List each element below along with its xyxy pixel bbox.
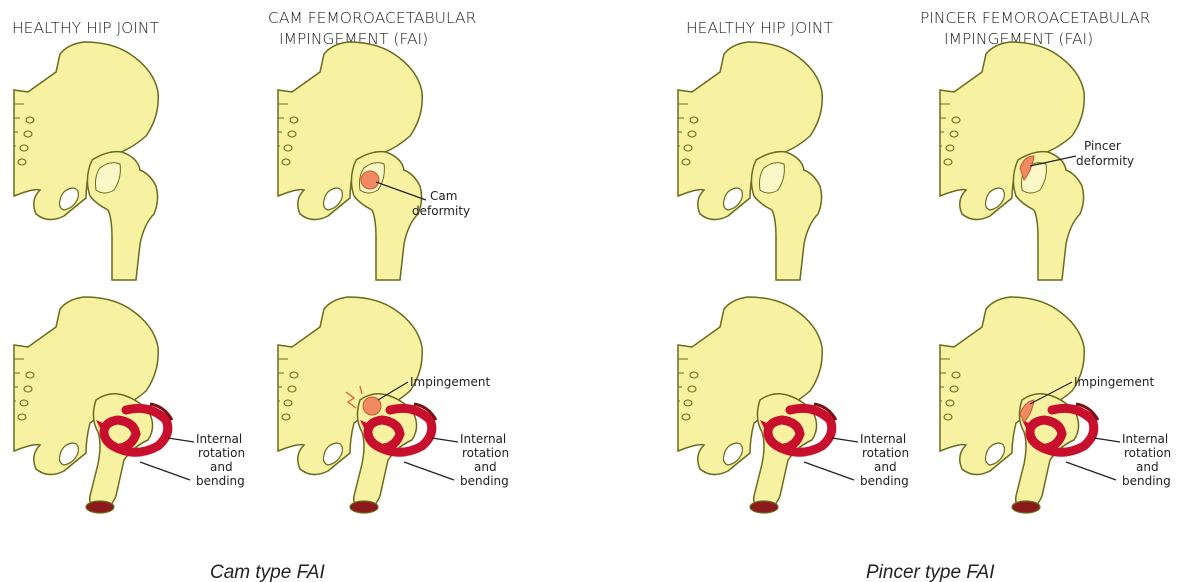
rotation-label-4-d: bending [1122, 474, 1171, 488]
pincer-hip-bottom [940, 297, 1120, 513]
caption-cam: Cam type FAI [210, 562, 325, 582]
rotation-label-3-a: Internal [860, 432, 906, 446]
cam-deformity-label-2: deformity [412, 204, 470, 218]
pincer-hip-top [940, 42, 1084, 280]
impingement-label-pincer: Impingement [1074, 375, 1154, 389]
pincer-deformity-label-1: Pincer [1084, 139, 1121, 153]
rotation-label-1-c: and [210, 460, 233, 474]
rotation-label-2-c: and [474, 460, 497, 474]
healthy-hip-left-bottom [14, 297, 194, 513]
cam-hip-bottom [278, 297, 458, 513]
impingement-label-cam: Impingement [410, 375, 490, 389]
pincer-deformity-label-2: deformity [1076, 154, 1134, 168]
rotation-label-2-b: rotation [462, 446, 509, 460]
rotation-label-2-d: bending [460, 474, 509, 488]
caption-pincer: Pincer type FAI [866, 562, 995, 582]
rotation-label-4-b: rotation [1124, 446, 1171, 460]
rotation-label-3-b: rotation [862, 446, 909, 460]
healthy-hip-left-top [14, 42, 158, 280]
rotation-label-3-d: bending [860, 474, 909, 488]
cam-hip-top [278, 42, 426, 280]
healthy-hip-right-bottom [678, 297, 858, 513]
rotation-label-1-d: bending [196, 474, 245, 488]
title-healthy-right: HEALTHY HIP JOINT [686, 19, 834, 37]
cam-deformity-label-1: Cam [430, 189, 457, 203]
rotation-label-4-a: Internal [1122, 432, 1168, 446]
rotation-label-1-b: rotation [198, 446, 245, 460]
rotation-label-2-a: Internal [460, 432, 506, 446]
rotation-label-4-c: and [1136, 460, 1159, 474]
title-healthy-left: HEALTHY HIP JOINT [12, 19, 160, 37]
title-cam-line1: CAM FEMOROACETABULAR [268, 9, 476, 27]
rotation-label-1-a: Internal [196, 432, 242, 446]
title-pincer-line1: PINCER FEMOROACETABULAR [920, 9, 1150, 27]
rotation-label-3-c: and [874, 460, 897, 474]
healthy-hip-right-top [678, 42, 822, 280]
